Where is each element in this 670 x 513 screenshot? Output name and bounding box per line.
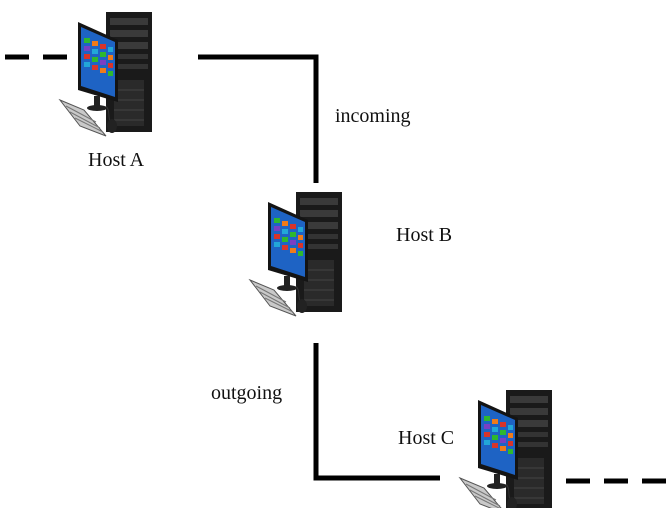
host-c-label: Host C — [398, 427, 455, 449]
outgoing-link-label: outgoing — [211, 382, 283, 404]
host-a-label: Host A — [88, 149, 145, 171]
host-b-computer-icon — [249, 191, 343, 317]
host-b-label: Host B — [396, 224, 453, 246]
host-c-computer-icon — [459, 389, 553, 513]
host-a-computer-icon — [59, 11, 153, 137]
incoming-link-line — [198, 54, 319, 183]
outgoing-link-line — [313, 343, 440, 481]
incoming-link-label: incoming — [335, 105, 411, 127]
